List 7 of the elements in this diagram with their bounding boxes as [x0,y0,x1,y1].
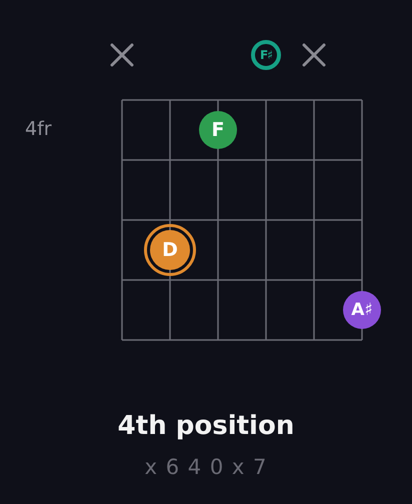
note-marker: A♯ [343,291,381,329]
fret-number-label: 4fr [25,118,52,140]
note-marker: F [199,111,237,149]
chord-position-title: 4th position [116,411,296,441]
open-string-marker: F♯ [251,40,281,70]
string-fret-sequence: x 6 4 0 x 7 [144,455,268,479]
root-note-marker: D [144,224,196,276]
